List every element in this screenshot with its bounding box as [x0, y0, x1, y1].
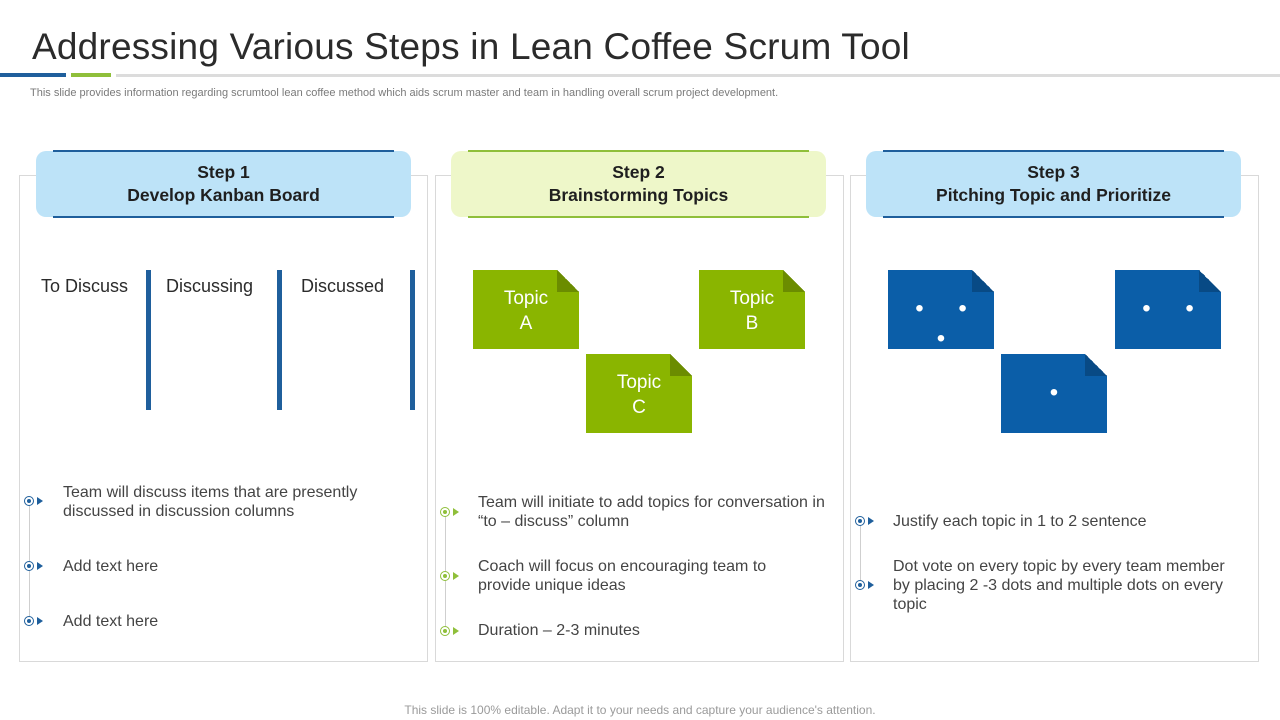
vote-note-one-dot: • [1001, 354, 1107, 433]
step-3-bullet-2: Dot vote on every topic by every team me… [893, 558, 1225, 613]
title-rule-green [71, 73, 111, 77]
header-rule [468, 150, 809, 152]
step-3-name: Pitching Topic and Prioritize [936, 185, 1171, 205]
bullet-marker [440, 625, 460, 637]
kanban-divider [146, 270, 151, 410]
step-2-bullet-3: Duration – 2-3 minutes [478, 622, 640, 639]
step-2-number: Step 2 [612, 162, 665, 182]
step-1-header: Step 1 Develop Kanban Board [36, 150, 411, 218]
header-rule [883, 216, 1224, 218]
topic-note-label: Topic [729, 288, 775, 309]
bullet-marker [24, 495, 44, 507]
step-3-bullet-1: Justify each topic in 1 to 2 sentence [893, 513, 1147, 530]
kanban-divider [410, 270, 415, 410]
note-fold [670, 354, 692, 376]
bullet-marker [24, 560, 44, 572]
kanban-divider [277, 270, 282, 410]
step-1-name: Develop Kanban Board [127, 185, 320, 205]
header-rule [468, 216, 809, 218]
bullet-marker [440, 506, 460, 518]
note-fold [557, 270, 579, 292]
step-3-header: Step 3 Pitching Topic and Prioritize [866, 150, 1241, 218]
step-3-number: Step 3 [1027, 162, 1080, 182]
topic-note-letter: C [632, 397, 646, 418]
title-rule-grey [116, 74, 1280, 77]
topic-note-label: Topic [503, 288, 549, 309]
bullet-connector [860, 521, 861, 585]
vote-dots: • • [1142, 295, 1208, 322]
note-fold [1199, 270, 1221, 292]
slide-subtitle: This slide provides information regardin… [30, 87, 779, 99]
bullet-marker [24, 615, 44, 627]
step-2-bullet-2: Coach will focus on encouraging team to … [478, 558, 767, 594]
header-rule [883, 150, 1224, 152]
header-rule [53, 216, 394, 218]
bullet-marker [855, 579, 875, 591]
step-2-name: Brainstorming Topics [548, 185, 729, 205]
bullet-marker [855, 515, 875, 527]
step-1-bullet-3: Add text here [63, 613, 159, 630]
note-fold [783, 270, 805, 292]
step-1-panel [19, 175, 428, 662]
topic-note-label: Topic [616, 372, 662, 393]
kanban-column-to-discuss: To Discuss [41, 276, 129, 296]
title-rule-blue [0, 73, 66, 77]
bullet-marker [440, 570, 460, 582]
kanban-column-discussing: Discussing [166, 276, 254, 296]
topic-note-b: Topic B [699, 270, 805, 349]
step-1-bullet-1: Team will discuss items that are present… [63, 484, 358, 520]
vote-dots: • • • [915, 295, 981, 352]
topic-note-c: Topic C [586, 354, 692, 433]
step-1-number: Step 1 [197, 162, 250, 182]
kanban-column-discussed: Discussed [301, 276, 385, 296]
header-rule [53, 150, 394, 152]
topic-note-letter: A [519, 313, 533, 334]
step-2-bullet-1: Team will initiate to add topics for con… [478, 494, 825, 530]
vote-note-two-dots: • • [1115, 270, 1221, 349]
note-fold [972, 270, 994, 292]
vote-note-three-dots: • • • [888, 270, 994, 352]
topic-note-letter: B [745, 313, 759, 334]
step-2-header: Step 2 Brainstorming Topics [451, 150, 826, 218]
note-fold [1085, 354, 1107, 376]
step-1-bullet-2: Add text here [63, 558, 159, 575]
vote-dots: • [1049, 379, 1073, 406]
slide-title: Addressing Various Steps in Lean Coffee … [32, 26, 910, 67]
topic-note-a: Topic A [473, 270, 579, 349]
slide-footer: This slide is 100% editable. Adapt it to… [404, 703, 876, 717]
